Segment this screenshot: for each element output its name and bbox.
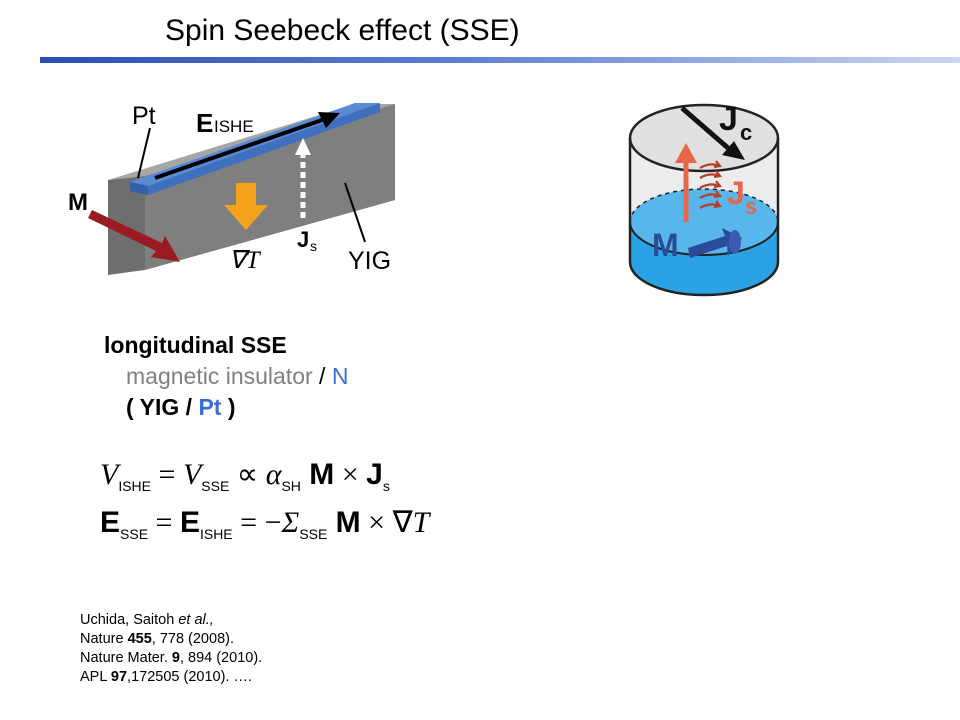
eq2-e-ishe-sub: ISHE (199, 526, 233, 542)
reference-2: Nature Mater. 9, 894 (2010). (80, 649, 262, 668)
material-class: magnetic insulator (126, 363, 313, 389)
jc-arrow (680, 106, 730, 150)
eq2-m: M (327, 506, 361, 539)
description-line-1: magnetic insulator / N (104, 361, 348, 392)
separator: / (312, 363, 332, 389)
label-m-right: M (652, 227, 679, 263)
ref2-journal: Nature Mater. (80, 650, 172, 666)
yig-block-front (108, 176, 145, 275)
grad-t-arrow (224, 183, 268, 230)
equation-2: ESSE = EISHE = −ΣSSE M × ∇T (100, 505, 429, 542)
eq1-alpha: α (265, 458, 282, 491)
label-e: E (196, 108, 213, 138)
yig-block-face (145, 104, 395, 270)
label-js: J (297, 227, 309, 252)
reference-3: APL 97,172505 (2010). …. (80, 668, 262, 687)
ref-authors: Uchida, Saitoh (80, 612, 179, 628)
m-arrow (88, 210, 180, 262)
label-e-sub: ISHE (214, 117, 254, 136)
eq2-e-sse: E (100, 506, 121, 539)
eq1-proportional: ∝ (229, 458, 266, 491)
ref1-volume: 455 (127, 631, 152, 647)
label-grad-t: ∇T (229, 247, 262, 274)
water-edge-back (629, 188, 779, 223)
materials-close: ) (221, 394, 236, 420)
ref3-volume: 97 (110, 669, 128, 685)
description-heading: longitudinal SSE (104, 332, 287, 358)
materials-pt: Pt (198, 394, 222, 420)
equation-1: VISHE = VSSE ∝ αSH M × Js (100, 457, 390, 494)
cylinder-top (628, 103, 780, 173)
eq1-v-ishe: V (100, 458, 119, 491)
references: Uchida, Saitoh et al., Nature 455, 778 (… (80, 611, 262, 687)
eq1-alpha-sub: SH (281, 478, 301, 494)
ref3-journal: APL (80, 669, 111, 685)
label-jc-sub: c (740, 120, 752, 145)
m-magnet-cap (729, 230, 741, 254)
yig-pointer (344, 182, 366, 243)
eq2-equals-1: = (148, 506, 180, 539)
eq1-v-ishe-sub: ISHE (118, 478, 152, 494)
label-jc: J (719, 100, 738, 138)
eq2-equals-minus: = − (232, 506, 282, 539)
e-ishe-arrowhead (318, 112, 340, 128)
eq2-nabla: ∇ (392, 506, 413, 539)
reference-1: Nature 455, 778 (2008). (80, 630, 262, 649)
eq2-sigma-sub: SSE (299, 526, 328, 542)
ref3-pages: ,172505 (2010). …. (127, 669, 252, 685)
materials-open: ( YIG / (126, 394, 199, 420)
eq1-v-sse-sub: SSE (201, 478, 230, 494)
ref-et-al: et al., (178, 612, 214, 628)
eq2-t: T (412, 506, 430, 539)
label-yig: YIG (348, 247, 391, 275)
ref2-pages: , 894 (2010). (179, 650, 263, 666)
description-line-2: ( YIG / Pt ) (104, 392, 348, 423)
pt-strip-side (148, 103, 380, 195)
slide-title: Spin Seebeck effect (SSE) (165, 14, 520, 47)
ref1-pages: , 778 (2008). (151, 631, 234, 647)
eq2-e-sse-sub: SSE (120, 526, 149, 542)
label-pt: Pt (132, 102, 156, 130)
eq1-equals: = (151, 458, 183, 491)
sse-description: longitudinal SSE magnetic insulator / N … (104, 330, 348, 423)
e-ishe-arrow (154, 118, 323, 180)
ref1-journal: Nature (80, 631, 128, 647)
label-js-sub: s (310, 238, 317, 254)
jc-arrowhead (722, 141, 745, 160)
eq2-times: × (360, 506, 393, 539)
eq1-j: J (366, 458, 383, 491)
cylinder-bottom-edge (628, 261, 780, 297)
eq1-v-sse: V (182, 458, 202, 491)
reference-authors: Uchida, Saitoh et al., (80, 611, 262, 630)
ref2-volume: 9 (171, 650, 180, 666)
water-edge-front (629, 221, 779, 256)
pt-strip-front (130, 182, 148, 195)
js-spin-arrowhead (675, 143, 697, 163)
eq1-times: × (334, 458, 367, 491)
eq2-e-ishe: E (179, 506, 200, 539)
label-js-right-sub: s (745, 194, 757, 219)
label-m: M (68, 189, 88, 216)
small-spin-arrows (699, 160, 723, 209)
eq2-sigma: Σ (281, 506, 300, 539)
label-js-right: J (727, 175, 745, 211)
eq1-j-sub: s (382, 478, 390, 494)
pt-pointer (137, 127, 151, 179)
js-dotted-arrowhead (295, 138, 311, 155)
metal-label: N (331, 363, 349, 389)
eq1-m: M (300, 458, 335, 491)
m-magnet-arrow (688, 228, 742, 258)
title-underline (40, 57, 960, 63)
